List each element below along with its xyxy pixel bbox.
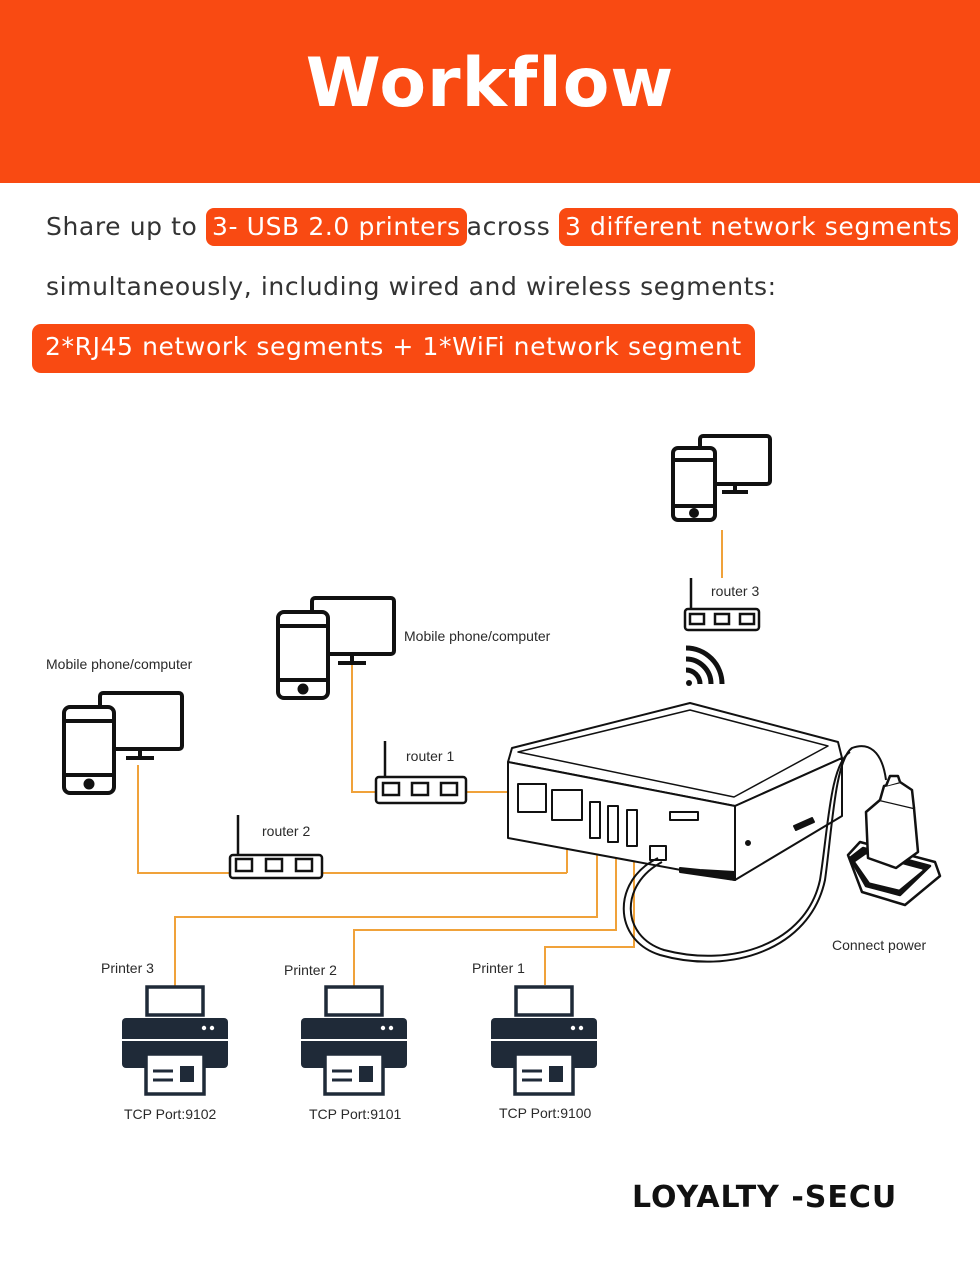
printer-2-port: TCP Port:9101 <box>309 1106 402 1122</box>
router-icon <box>374 741 468 805</box>
network-diagram: Mobile phone/computer Mobile phone/compu… <box>46 434 942 1122</box>
highlight-network-summary: 2*RJ45 network segments + 1*WiFi network… <box>32 324 755 373</box>
wifi-icon <box>685 645 725 686</box>
printer-1-name: Printer 1 <box>472 960 525 976</box>
printer-1-port: TCP Port:9100 <box>499 1105 592 1121</box>
phone-computer-icon <box>276 596 396 700</box>
power-cable <box>622 745 887 963</box>
intro-line-2: simultaneously, including wired and wire… <box>46 272 777 301</box>
printer-icon <box>122 985 228 1096</box>
device-label-2: Mobile phone/computer <box>46 656 193 672</box>
router-3-label: router 3 <box>711 583 759 599</box>
page-title: Workflow <box>305 44 675 123</box>
router-1-label: router 1 <box>406 748 454 764</box>
intro-prefix: Share up to <box>46 212 198 241</box>
brand-logo: LOYALTY -SECU <box>632 1180 898 1215</box>
highlight-segments: 3 different network segments <box>558 208 959 246</box>
phone-computer-icon <box>62 691 184 795</box>
intro-middle: across <box>466 212 551 241</box>
power-label: Connect power <box>832 937 927 953</box>
phone-computer-icon <box>671 434 772 522</box>
router-icon <box>683 578 761 632</box>
print-server-icon <box>507 702 843 881</box>
highlight-printers: 3- USB 2.0 printers <box>206 208 467 246</box>
power-adapter-icon <box>846 774 942 907</box>
header-banner: Workflow <box>0 0 980 183</box>
router-2-label: router 2 <box>262 823 310 839</box>
printer-3-name: Printer 3 <box>101 960 154 976</box>
printer-icon <box>301 985 407 1096</box>
printer-icon <box>491 985 597 1096</box>
printer-2-name: Printer 2 <box>284 962 337 978</box>
router-icon <box>228 815 324 880</box>
printer-3-port: TCP Port:9102 <box>124 1106 217 1122</box>
device-label-1: Mobile phone/computer <box>404 628 551 644</box>
